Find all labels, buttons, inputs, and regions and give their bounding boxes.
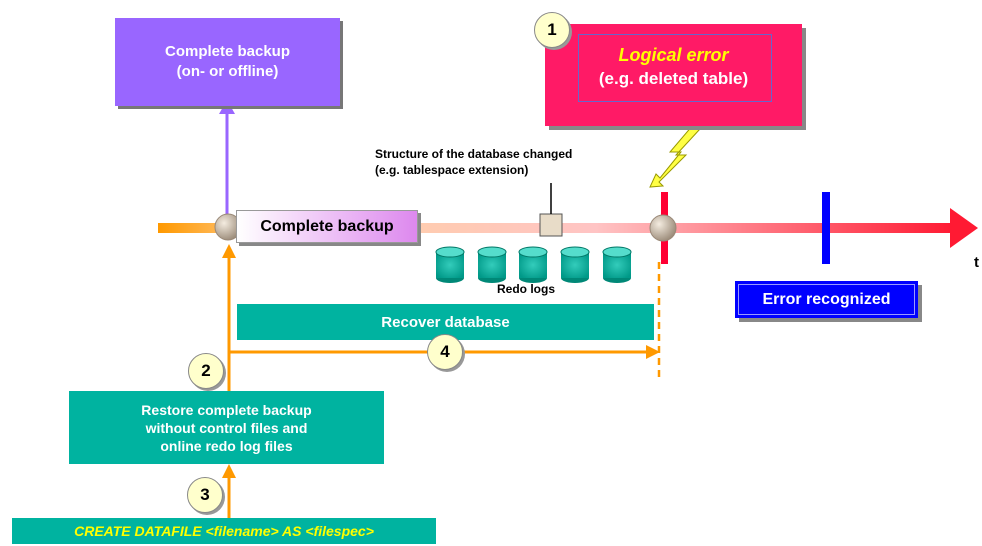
- step-1-badge: 1: [534, 12, 570, 48]
- timeline-backup-label: Complete backup: [236, 210, 418, 243]
- error-recognized-box: Error recognized: [735, 281, 918, 318]
- timeline-arrowhead: [950, 208, 978, 248]
- step-4-badge: 4: [427, 334, 463, 370]
- restore-line1: Restore complete backup: [141, 401, 312, 418]
- logical-error-subtitle: (e.g. deleted table): [598, 69, 749, 88]
- restore-line3: online redo log files: [160, 437, 293, 454]
- time-axis-label: t: [974, 254, 979, 271]
- structure-change-marker: [539, 213, 563, 237]
- complete-backup-line1: Complete backup: [164, 43, 291, 60]
- complete-backup-line2: (on- or offline): [176, 63, 279, 80]
- complete-backup-box: Complete backup (on- or offline): [115, 18, 340, 106]
- structure-change-label: Structure of the database changed (e.g. …: [375, 146, 572, 178]
- create-datafile-box: CREATE DATAFILE <filename> AS <filespec>: [12, 518, 436, 544]
- recognized-tick: [822, 192, 830, 264]
- logical-error-title: Logical error: [618, 45, 729, 65]
- restore-backup-box: Restore complete backup without control …: [69, 391, 384, 464]
- redo-logs-label: Redo logs: [497, 282, 556, 296]
- lightning-bolt-icon: [649, 124, 701, 188]
- restore-line2: without control files and: [145, 419, 308, 436]
- redo-log-cylinders: [435, 246, 632, 283]
- step-2-badge: 2: [188, 353, 224, 389]
- logical-error-box: Logical error (e.g. deleted table): [545, 24, 802, 126]
- structure-change-line2: (e.g. tablespace extension): [375, 163, 529, 177]
- logical-error-inner-frame: [578, 34, 772, 102]
- structure-change-line1: Structure of the database changed: [375, 147, 573, 161]
- error-point: [649, 214, 677, 242]
- step-3-badge: 3: [187, 477, 223, 513]
